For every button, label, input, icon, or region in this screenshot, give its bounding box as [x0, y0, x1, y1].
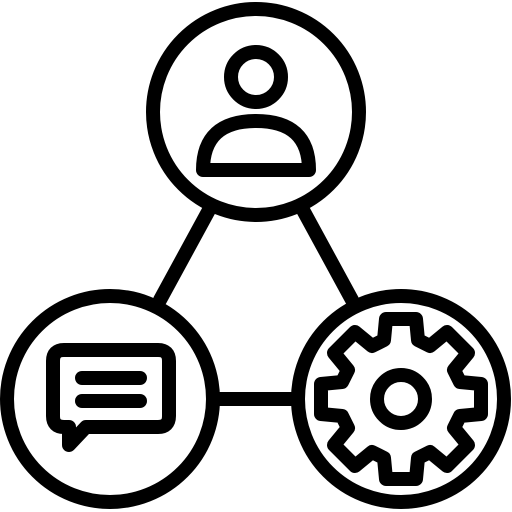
chat-node — [0, 289, 220, 509]
gear-hub — [370, 368, 432, 430]
user-icon-body — [196, 114, 316, 177]
user-node-circle — [146, 2, 366, 222]
connector-user-chat — [153, 203, 216, 307]
settings-node-circle — [291, 289, 511, 509]
chat-bubble-outline — [46, 343, 176, 452]
connector-user-settings — [296, 203, 359, 307]
chat-bubble-icon — [46, 343, 176, 452]
user-node — [146, 2, 366, 222]
user-icon-head — [224, 45, 288, 109]
gear-outline — [314, 312, 488, 486]
gear-icon — [314, 312, 488, 486]
user-icon — [196, 45, 316, 177]
settings-node — [291, 289, 511, 509]
